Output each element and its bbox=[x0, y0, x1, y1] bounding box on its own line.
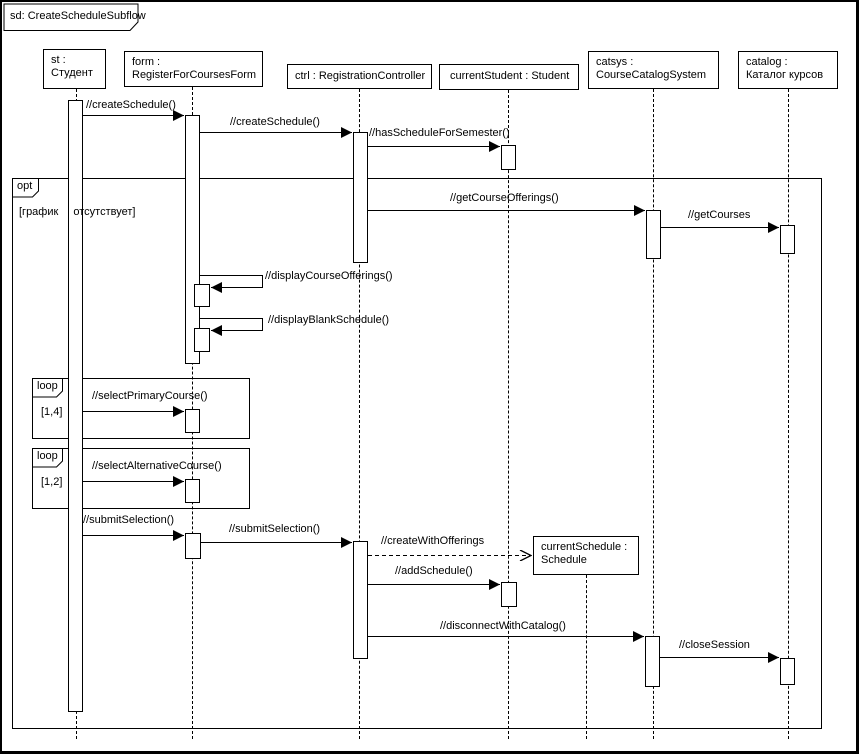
frame-title: sd: CreateScheduleSubflow bbox=[10, 10, 146, 22]
fragment-opt bbox=[12, 178, 822, 729]
message-label-selectAlternativeCourse: //selectAlternativeCourse() bbox=[92, 460, 222, 472]
lifeline-head-ctrl: ctrl : RegistrationController bbox=[287, 64, 432, 89]
lifeline-head-catsys-line1: catsys : bbox=[596, 56, 634, 68]
activation-form-submit bbox=[185, 533, 201, 559]
activation-catsys-1 bbox=[646, 210, 661, 259]
fragment-loop-primary bbox=[32, 378, 250, 439]
activation-form-nested-1 bbox=[194, 284, 210, 307]
lifeline-head-catalog: catalog : Каталог курсов bbox=[738, 51, 838, 89]
activation-catalog-1 bbox=[780, 225, 795, 254]
fragment-loop-alternative bbox=[32, 448, 250, 509]
fragment-guard-loop2: [1,2] bbox=[41, 476, 63, 488]
lifeline-head-form-line1: form : bbox=[132, 56, 161, 68]
message-label-addSchedule: //addSchedule() bbox=[395, 565, 473, 577]
message-label-createWithOfferings: //createWithOfferings bbox=[381, 535, 485, 547]
activation-form-loop1 bbox=[185, 409, 200, 433]
activation-ctrl-1 bbox=[353, 132, 368, 263]
created-object-currentschedule: currentSchedule : Schedule bbox=[533, 536, 639, 575]
lifeline-currentstudent bbox=[508, 90, 509, 739]
activation-form-main bbox=[185, 115, 200, 364]
message-label-getCourseOfferings: //getCourseOfferings() bbox=[450, 192, 559, 204]
lifeline-head-form-line2: RegisterForCoursesForm bbox=[132, 69, 257, 81]
activation-catsys-2 bbox=[645, 636, 660, 687]
fragment-guard-loop1: [1,4] bbox=[41, 406, 63, 418]
activation-st bbox=[68, 100, 83, 712]
message-label-closeSession: //closeSession bbox=[679, 639, 750, 651]
message-label-displayCourseOfferings: //displayCourseOfferings() bbox=[265, 270, 393, 282]
created-object-line2: Schedule bbox=[541, 554, 587, 566]
activation-form-loop2 bbox=[185, 479, 200, 503]
activation-ctrl-2 bbox=[353, 541, 368, 659]
lifeline-head-currentstudent-line1: currentStudent : Student bbox=[450, 70, 570, 82]
lifeline-currentschedule bbox=[586, 575, 587, 739]
lifeline-head-form: form : RegisterForCoursesForm bbox=[124, 51, 263, 87]
message-label-disconnectWithCatalog: //disconnectWithCatalog() bbox=[440, 620, 566, 632]
activation-currentstudent-1 bbox=[501, 145, 516, 170]
lifeline-head-ctrl-line1: ctrl : RegistrationController bbox=[295, 70, 426, 82]
message-label-submitSelection1: //submitSelection() bbox=[83, 514, 175, 526]
lifeline-head-catsys-line2: CourseCatalogSystem bbox=[596, 69, 707, 81]
lifeline-ctrl bbox=[359, 89, 360, 739]
activation-catalog-2 bbox=[780, 658, 795, 685]
message-label-selectPrimaryCourse: //selectPrimaryCourse() bbox=[92, 390, 208, 402]
lifeline-catsys bbox=[653, 89, 654, 739]
message-label-displayBlankSchedule: //displayBlankSchedule() bbox=[268, 314, 390, 326]
lifeline-head-catsys: catsys : CourseCatalogSystem bbox=[588, 51, 719, 89]
lifeline-head-catalog-line2: Каталог курсов bbox=[746, 69, 824, 81]
fragment-operator-opt: opt bbox=[17, 180, 33, 192]
created-object-line1: currentSchedule : bbox=[541, 541, 628, 553]
message-label-createSchedule2: //createSchedule() bbox=[230, 116, 320, 128]
lifeline-head-st-line2: Студент bbox=[51, 67, 93, 79]
lifeline-head-catalog-line1: catalog : bbox=[746, 56, 788, 68]
fragment-operator-loop2: loop bbox=[37, 450, 58, 462]
lifeline-head-currentstudent: currentStudent : Student bbox=[439, 64, 579, 90]
fragment-operator-loop1: loop bbox=[37, 380, 58, 392]
lifeline-head-st-line1: st : bbox=[51, 54, 66, 66]
fragment-guard-opt: [график отсутствует] bbox=[19, 206, 136, 218]
message-label-hasScheduleForSemester: //hasScheduleForSemester() bbox=[369, 127, 510, 139]
message-label-getCourses: //getCourses bbox=[688, 209, 751, 221]
lifeline-catalog bbox=[788, 89, 789, 739]
activation-currentstudent-2 bbox=[501, 582, 517, 607]
activation-form-nested-2 bbox=[194, 328, 210, 352]
lifeline-head-st: st : Студент bbox=[43, 49, 106, 89]
message-label-createSchedule1: //createSchedule() bbox=[86, 99, 176, 111]
message-label-submitSelection2: //submitSelection() bbox=[229, 523, 321, 535]
